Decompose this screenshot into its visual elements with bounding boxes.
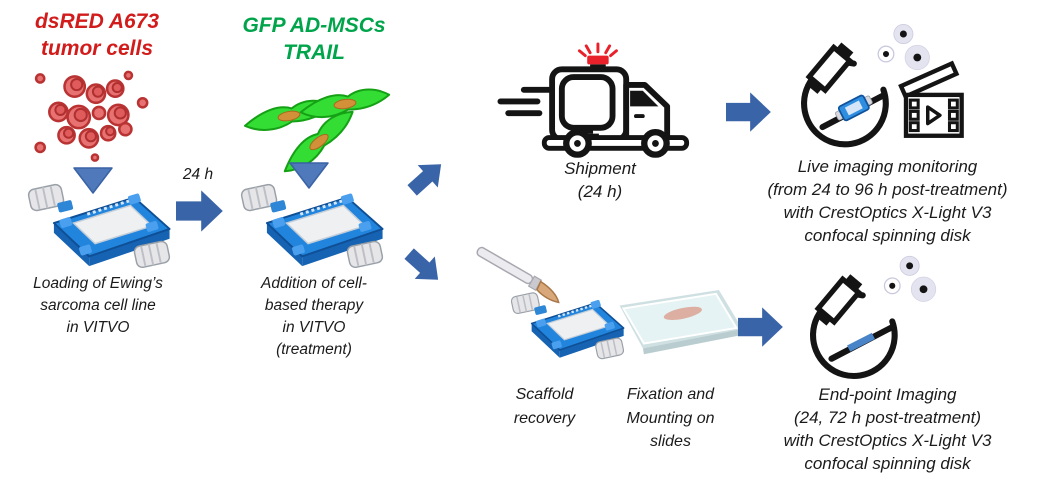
- siren-rays: [577, 42, 618, 58]
- endpoint-microscope-icon: [795, 255, 937, 385]
- incubation-time-label: 24 h: [182, 166, 214, 183]
- microscope-icon: [813, 273, 895, 376]
- right-arrow-icon: [176, 190, 223, 232]
- microscope-slide-icon: [619, 289, 744, 355]
- up-right-arrow-icon: [402, 153, 452, 202]
- shipment-truck-icon: [497, 42, 690, 158]
- cells-icon: [883, 255, 937, 303]
- msc-cells-icon: [241, 85, 392, 179]
- right-arrow-icon: [726, 92, 771, 132]
- live-imaging-caption: Live imaging monitoring(from 24 to 96 h …: [767, 157, 1008, 245]
- shipment-caption: Shipment(24 h): [564, 159, 636, 201]
- vitvo-device-icon: [26, 182, 172, 270]
- tumor-cells-icon: [34, 70, 149, 162]
- siren-light: [587, 55, 609, 65]
- live-imaging-microscope-icon: [786, 23, 986, 155]
- microscope-icon: [804, 41, 886, 145]
- down-right-arrow-icon: [399, 242, 449, 291]
- endpoint-imaging-caption: End-point Imaging(24, 72 h post-treatmen…: [783, 385, 992, 473]
- vitvo-device-icon: [239, 182, 385, 270]
- specimen-smear: [663, 306, 702, 320]
- scalpel-icon: [476, 246, 560, 304]
- slide-on-stage: [847, 332, 875, 352]
- right-arrow-icon: [738, 307, 783, 347]
- vitvo-on-stage: [834, 94, 873, 122]
- clapperboard-icon: [901, 63, 962, 135]
- cells-icon: [877, 23, 931, 71]
